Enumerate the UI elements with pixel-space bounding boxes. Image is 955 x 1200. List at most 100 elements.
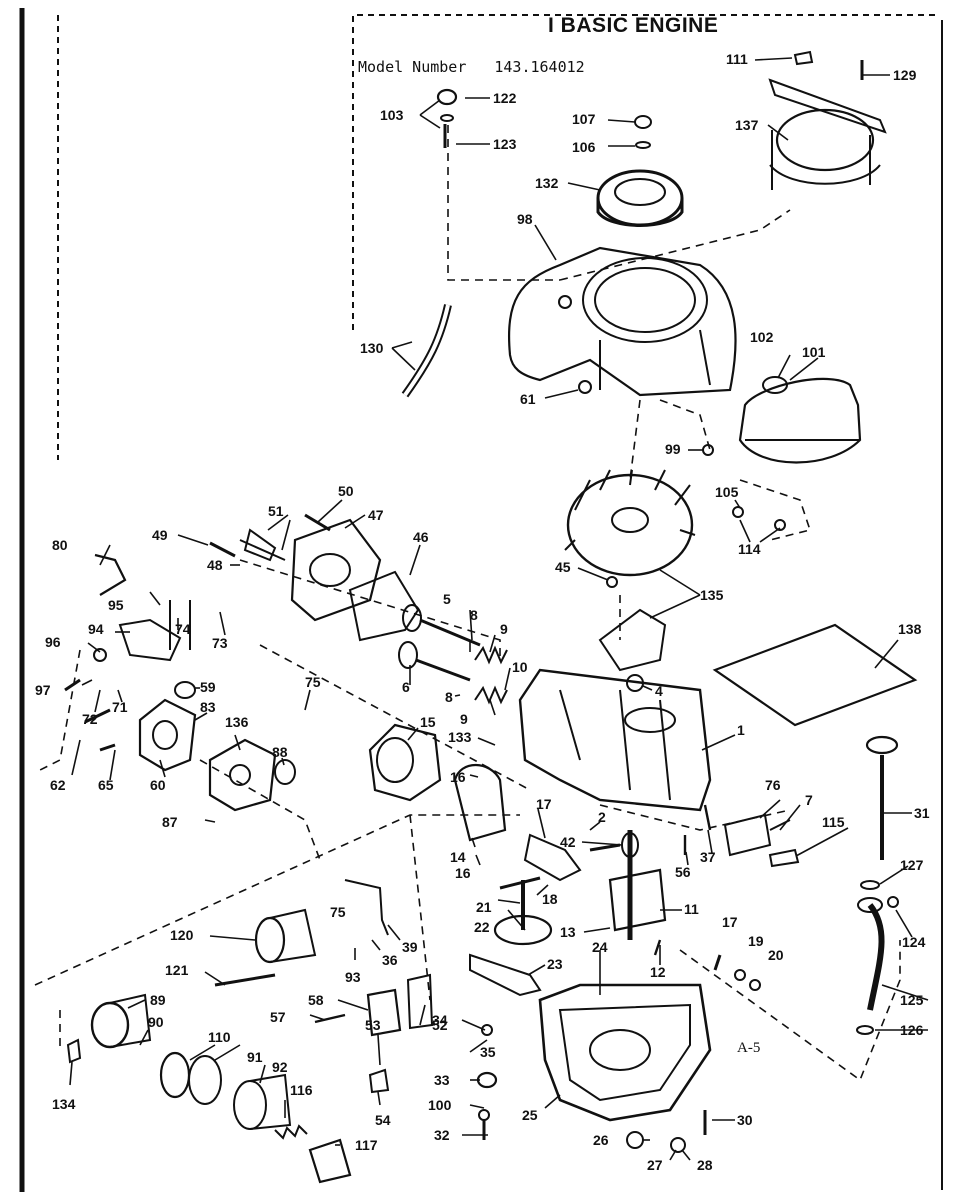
callout-27: 27: [647, 1157, 663, 1173]
callout-89: 89: [150, 992, 166, 1008]
callout-54: 54: [375, 1112, 391, 1128]
callout-14: 14: [450, 849, 466, 865]
callout-24: 24: [592, 939, 608, 955]
valve-springs: [474, 645, 508, 705]
callout-124: 124: [902, 934, 926, 950]
fuel-line: [401, 304, 452, 398]
carburetor-body: [208, 738, 277, 812]
callout-28: 28: [697, 1157, 713, 1173]
callout-48: 48: [207, 557, 223, 573]
callout-51: 51: [268, 503, 284, 519]
valves: [398, 604, 481, 682]
callout-8a: 8: [470, 607, 478, 623]
upper-frame-dashed: [352, 14, 940, 330]
callout-12: 12: [650, 964, 666, 980]
gasket: [348, 570, 420, 642]
callout-8b: 8: [445, 689, 453, 705]
callout-9a: 9: [500, 621, 508, 637]
callout-80: 80: [52, 537, 68, 553]
callout-129: 129: [893, 67, 917, 83]
callout-114: 114: [738, 541, 761, 557]
callout-56: 56: [675, 864, 691, 880]
oil-fill-tube: [867, 903, 885, 1011]
callout-62: 62: [50, 777, 66, 793]
callout-99: 99: [665, 441, 681, 457]
callout-125: 125: [900, 992, 924, 1008]
callout-126: 126: [900, 1022, 924, 1038]
control-bracket: [118, 618, 182, 662]
callout-60: 60: [150, 777, 166, 793]
callout-115: 115: [822, 814, 845, 830]
callout-105: 105: [715, 484, 739, 500]
callout-133: 133: [448, 729, 472, 745]
callout-117: 117: [355, 1137, 378, 1153]
callout-52: 52: [432, 1017, 448, 1033]
muffler: [368, 723, 442, 802]
callout-137: 137: [735, 117, 759, 133]
callout-59: 59: [200, 679, 216, 695]
callout-15: 15: [420, 714, 436, 730]
gasket-small: [406, 973, 434, 1030]
callout-33: 33: [434, 1072, 450, 1088]
crankcase: [538, 983, 712, 1122]
callout-1: 1: [737, 722, 745, 738]
throttle-link: [94, 553, 127, 596]
decal: [723, 813, 772, 857]
callout-94: 94: [88, 621, 104, 637]
callout-102: 102: [750, 329, 774, 345]
callout-110: 110: [208, 1029, 231, 1045]
connecting-rod: [523, 833, 582, 882]
model-number-line: Model Number 143.164012: [358, 58, 585, 76]
callout-2: 2: [598, 809, 606, 825]
flywheel: [564, 469, 696, 577]
callout-75b: 75: [330, 904, 346, 920]
callout-135: 135: [700, 587, 724, 603]
fuel-tank: [738, 376, 862, 464]
callout-53: 53: [365, 1017, 381, 1033]
callout-31: 31: [914, 805, 930, 821]
callout-106: 106: [572, 139, 596, 155]
callout-11: 11: [684, 901, 699, 917]
callout-127: 127: [900, 857, 924, 873]
callout-75a: 75: [305, 674, 321, 690]
callout-83: 83: [200, 699, 216, 715]
callout-5: 5: [443, 591, 451, 607]
callout-21: 21: [476, 899, 492, 915]
callout-16a: 16: [450, 769, 466, 785]
callout-42: 42: [560, 834, 576, 850]
callout-100: 100: [428, 1097, 452, 1113]
callout-103: 103: [380, 107, 404, 123]
callout-7: 7: [805, 792, 813, 808]
callout-93: 93: [345, 969, 361, 985]
spark-plug: [239, 528, 286, 562]
blower-housing: [508, 246, 737, 397]
carburetor: [138, 698, 197, 772]
callout-35: 35: [480, 1044, 496, 1060]
callout-49: 49: [152, 527, 168, 543]
callout-46: 46: [413, 529, 429, 545]
callout-22: 22: [474, 919, 490, 935]
callout-76: 76: [765, 777, 781, 793]
governor-shaft: [469, 953, 542, 997]
model-number-label: Model Number: [358, 58, 467, 76]
callout-4: 4: [655, 683, 663, 699]
callout-58: 58: [308, 992, 324, 1008]
callout-47: 47: [368, 507, 384, 523]
callout-107: 107: [572, 111, 596, 127]
callout-39: 39: [402, 939, 418, 955]
callout-10: 10: [512, 659, 528, 675]
flange: [308, 1138, 352, 1184]
cylinder-cover: [453, 764, 507, 842]
diagram-title: I BASIC ENGINE: [548, 14, 719, 37]
model-number-value: 143.164012: [494, 58, 585, 76]
crankshaft: [608, 830, 667, 940]
callout-98: 98: [517, 211, 533, 227]
callout-74: 74: [175, 621, 191, 637]
callout-121: 121: [165, 962, 189, 978]
decal-small: [768, 848, 800, 868]
rotating-screen: [596, 169, 684, 227]
callout-96: 96: [45, 634, 61, 650]
governor-link: [344, 879, 389, 936]
